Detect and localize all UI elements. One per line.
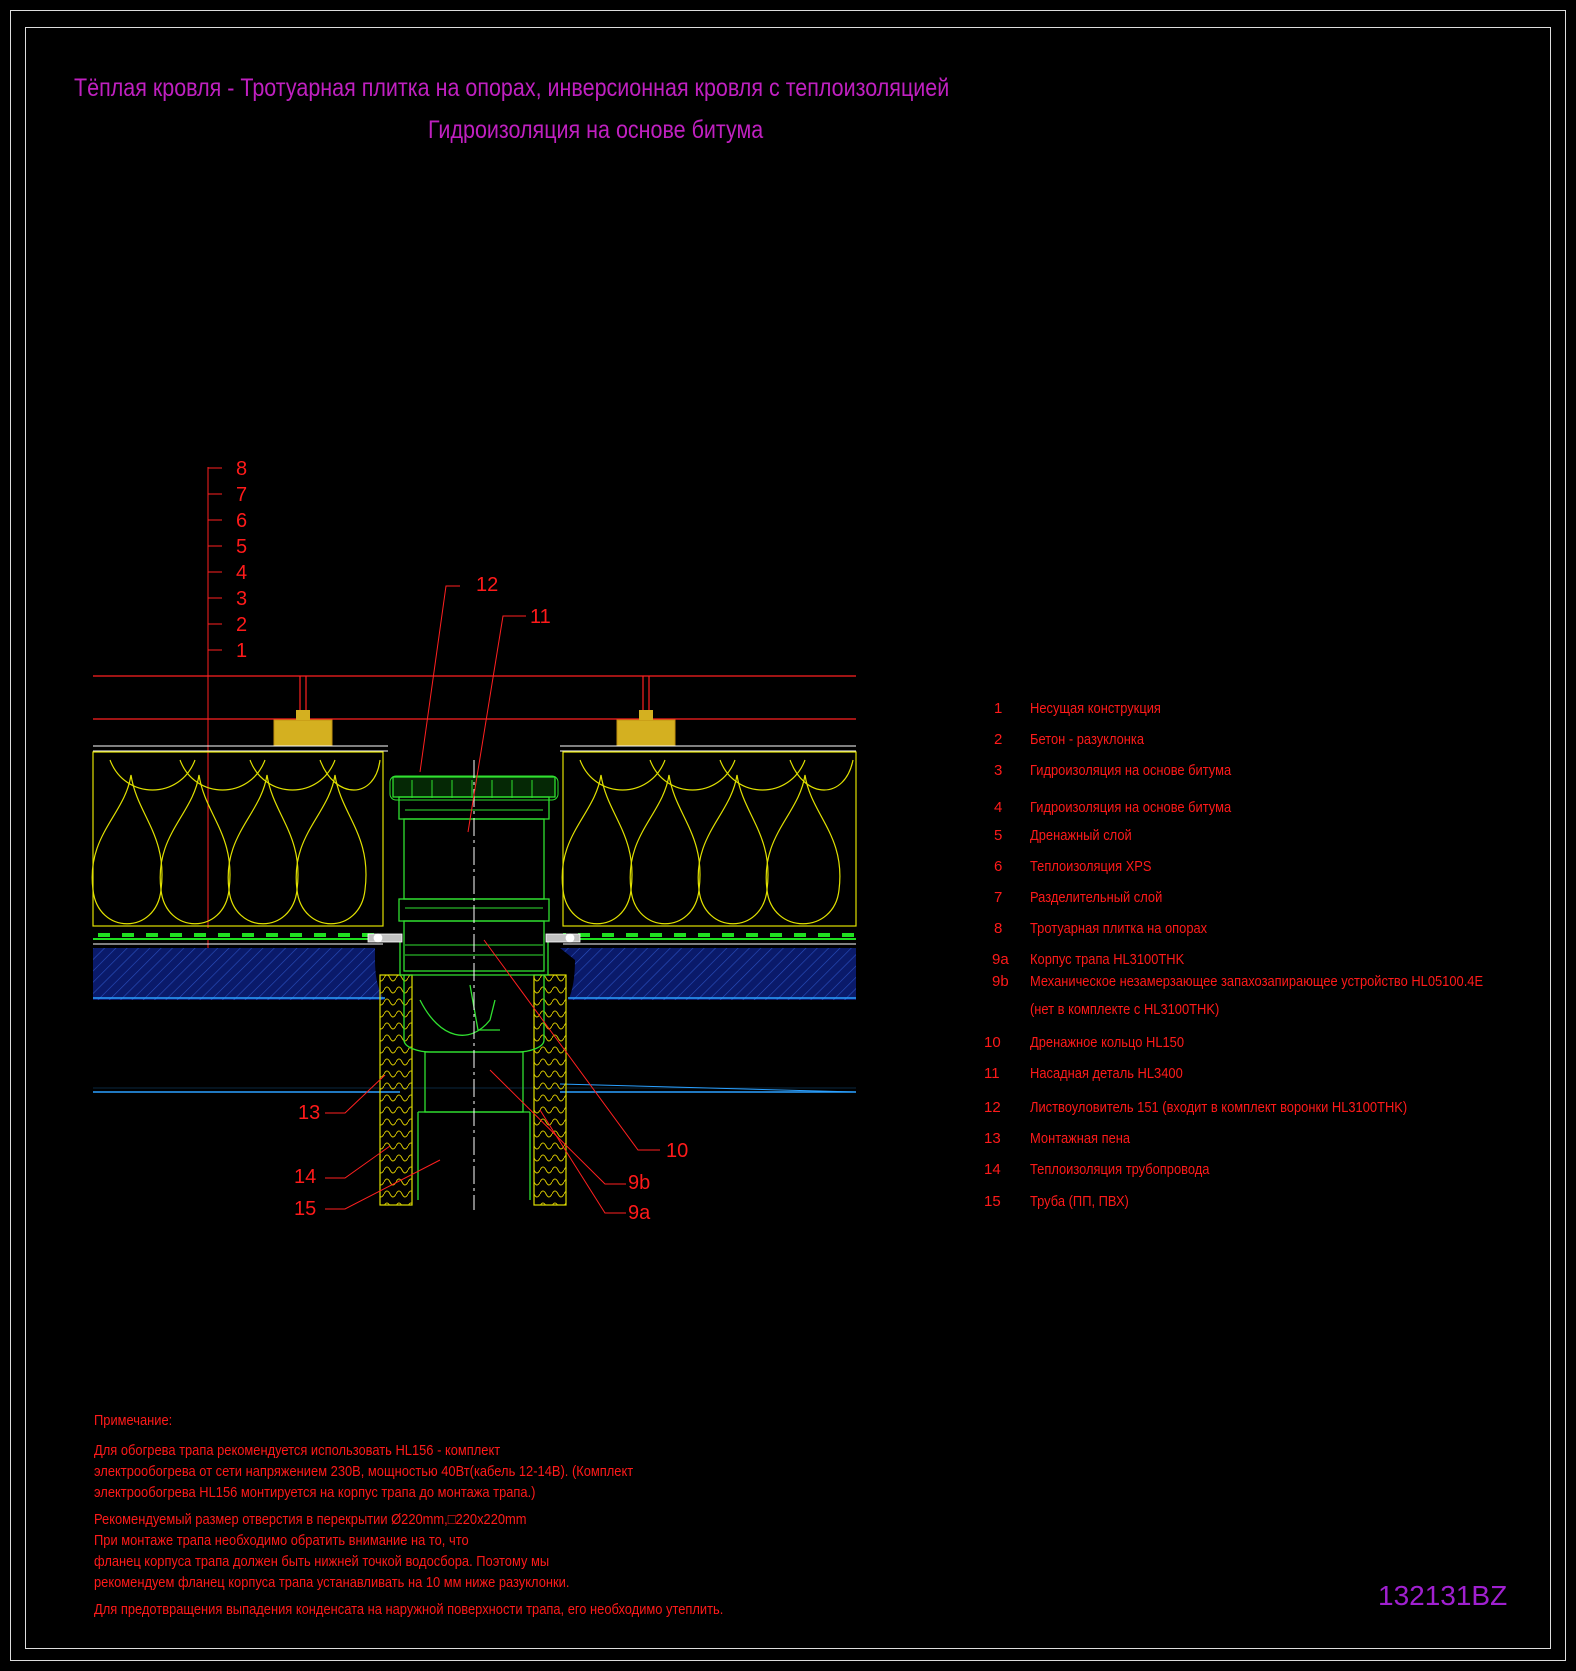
note-line: фланец корпуса трапа должен быть нижней …: [94, 1553, 550, 1570]
legend-text: Насадная деталь HL3400: [1030, 1065, 1183, 1082]
paver-tiles: [93, 675, 856, 720]
callout-layer-4: 4: [236, 562, 248, 584]
note-line: Рекомендуемый размер отверстия в перекры…: [94, 1511, 527, 1528]
drawing-subtitle: Гидроизоляция на основе битума: [428, 116, 764, 144]
legend-text: Корпус трапа HL3100THK: [1030, 951, 1185, 968]
callout-drain-ring: 10: [666, 1140, 689, 1162]
callout-odour-trap: 9b: [628, 1172, 651, 1194]
drawing-frame-outer: [10, 10, 1566, 1661]
legend-num: 2: [994, 731, 1003, 748]
drawing-title: Тёплая кровля - Тротуарная плитка на опо…: [74, 74, 950, 102]
legend-num: 1: [994, 700, 1003, 717]
callout-leaf-guard: 12: [476, 574, 499, 596]
legend-num: 14: [984, 1161, 1001, 1178]
legend-text: Несущая конструкция: [1030, 700, 1161, 717]
separation-layer: [93, 745, 856, 752]
callout-layer-2: 2: [236, 614, 248, 636]
legend-num: 7: [994, 889, 1003, 906]
callout-pipe: 15: [294, 1198, 317, 1220]
note-line: рекомендуем фланец корпуса трапа устанав…: [94, 1574, 570, 1591]
legend-num: 9b: [992, 973, 1009, 990]
legend-num: 5: [994, 827, 1003, 844]
callout-layer-5: 5: [236, 536, 248, 558]
legend-text: Монтажная пена: [1030, 1130, 1131, 1147]
legend-text: Теплоизоляция XPS: [1030, 858, 1152, 875]
callout-layer-3: 3: [236, 588, 248, 610]
legend-text: Тротуарная плитка на опорах: [1030, 920, 1208, 937]
flange-clamps: [367, 933, 581, 943]
legend-text: Дренажный слой: [1030, 827, 1132, 844]
pedestal-supports: [273, 710, 676, 747]
callout-layer-8: 8: [236, 458, 248, 480]
note-line: Для обогрева трапа рекомендуется использ…: [94, 1442, 501, 1459]
drawing-code: 132131BZ: [1378, 1580, 1508, 1611]
legend-text: Листвоуловитель 151 (входит в комплект в…: [1030, 1099, 1408, 1116]
note-line: электрообогрева HL156 монтируется на кор…: [94, 1484, 536, 1501]
legend-num: 10: [984, 1034, 1001, 1051]
concrete-slope: [93, 948, 856, 1000]
legend-num: 6: [994, 858, 1003, 875]
note-line: Для предотвращения выпадения конденсата …: [94, 1601, 724, 1618]
legend-num: 13: [984, 1130, 1001, 1147]
legend-num: 4: [994, 799, 1003, 816]
callout-layer-1: 1: [236, 640, 248, 662]
drainage-layer: [93, 928, 856, 945]
legend-text: Механическое незамерзающее запахозапираю…: [1030, 973, 1484, 990]
component-leaders: [325, 585, 660, 1214]
xps-insulation: [91, 751, 857, 927]
callout-pipe-insulation: 14: [294, 1166, 317, 1188]
callout-adapter: 11: [530, 606, 551, 628]
legend-text: (нет в комплекте с HL3100THK): [1030, 1001, 1220, 1018]
legend-text: Разделительный слой: [1030, 889, 1163, 906]
callout-drain-body: 9a: [628, 1202, 651, 1224]
legend-text: Гидроизоляция на основе битума: [1030, 799, 1232, 816]
notes-heading: Примечание:: [94, 1412, 173, 1429]
legend-text: Труба (ПП, ПВХ): [1030, 1193, 1129, 1210]
note-line: При монтаже трапа необходимо обратить вн…: [94, 1532, 469, 1549]
callout-foam: 13: [298, 1102, 321, 1124]
legend-num: 15: [984, 1193, 1001, 1210]
pipe-insulation: [379, 974, 567, 1206]
callout-layer-7: 7: [236, 484, 248, 506]
callout-layer-6: 6: [236, 510, 248, 532]
legend-num: 9a: [992, 951, 1009, 968]
legend-num: 12: [984, 1099, 1001, 1116]
legend-num: 8: [994, 920, 1003, 937]
legend-num: 3: [994, 762, 1003, 779]
legend-num: 11: [984, 1065, 1000, 1082]
drawing-frame-inner: [25, 27, 1551, 1649]
note-line: электрообогрева от сети напряжением 230В…: [94, 1463, 634, 1480]
legend-text: Бетон - разуклонка: [1030, 731, 1145, 748]
layer-leader-lines: [207, 467, 222, 996]
legend-text: Дренажное кольцо HL150: [1030, 1034, 1185, 1051]
legend-text: Гидроизоляция на основе битума: [1030, 762, 1232, 779]
legend-text: Теплоизоляция трубопровода: [1030, 1161, 1210, 1178]
